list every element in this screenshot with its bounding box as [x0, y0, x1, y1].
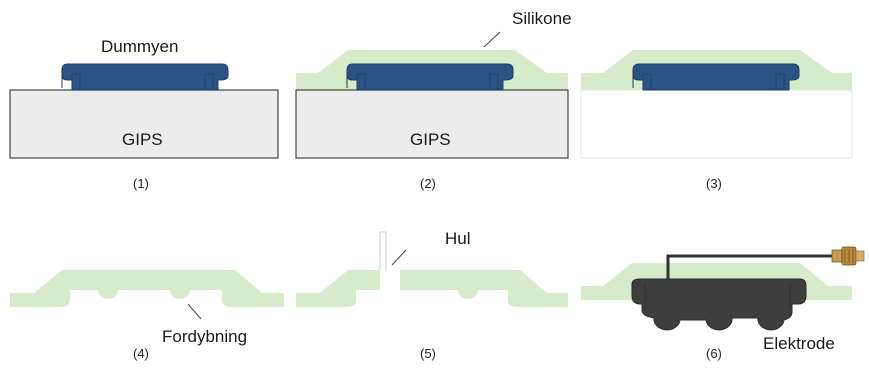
label-electrode: Elektrode	[763, 334, 835, 353]
silicone-mold-4	[10, 270, 284, 307]
gips-block-1	[9, 89, 279, 159]
label-hole: Hul	[445, 229, 471, 248]
panel-4	[10, 270, 284, 320]
panel-6	[581, 246, 865, 331]
silicone-pointer-line	[483, 31, 501, 48]
step-label-2: (2)	[420, 176, 436, 191]
dummy-1	[61, 63, 229, 91]
silicone-mold-5-right	[400, 270, 568, 307]
step-label-6: (6)	[706, 346, 722, 361]
label-gips-1: GIPS	[122, 130, 163, 149]
connector-icon	[831, 246, 865, 266]
gips-block-2	[295, 89, 569, 159]
label-gips-2: GIPS	[410, 130, 451, 149]
label-dimple: Fordybning	[162, 327, 248, 346]
electrode-body	[631, 278, 807, 331]
step-label-4: (4)	[133, 346, 149, 361]
dimple-pointer-line	[187, 303, 202, 320]
label-silicone: Silikone	[512, 9, 572, 28]
step-label-1: (1)	[133, 176, 149, 191]
dummy-2	[346, 63, 514, 91]
panel-1	[9, 63, 279, 159]
panel-3	[580, 50, 853, 159]
label-dummy: Dummyen	[101, 37, 179, 56]
step-label-3: (3)	[706, 176, 722, 191]
empty-base-3	[580, 89, 853, 159]
hole-outline	[379, 231, 387, 270]
panel-5	[296, 231, 568, 307]
panel-2	[295, 31, 569, 159]
dummy-3	[632, 63, 800, 91]
step-label-5: (5)	[420, 346, 436, 361]
hole-pointer-line	[391, 249, 407, 266]
silicone-mold-5-left	[296, 270, 380, 307]
electrode-cable	[666, 254, 835, 279]
